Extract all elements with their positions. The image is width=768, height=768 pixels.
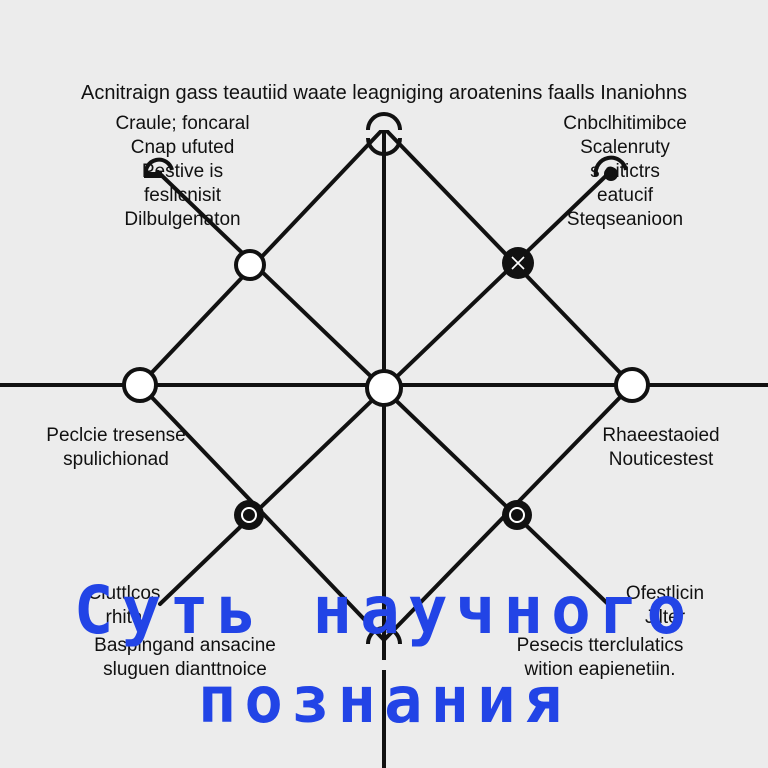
label-line: s oitictrs <box>590 161 660 182</box>
bottom-center-node-icon <box>366 626 402 670</box>
label-group-bottom-right-b: Pesecis tterclulatics wition eapienetiin… <box>480 634 720 682</box>
label-line: Cnbclhitimibce <box>563 113 687 134</box>
label-line: Cnap ufuted <box>130 137 235 158</box>
label-group-top-left: Craule; foncaral Cnap ufuted Pestive is … <box>90 112 275 232</box>
label-line: Nouticestest <box>608 449 714 470</box>
diagram-top-title: Acnitraign gass teautiid waate leagnigin… <box>81 82 687 104</box>
label-group-mid-left: Peclcie tresense spulichionad <box>24 424 208 472</box>
x-mark-node-icon <box>502 247 534 279</box>
label-line: Cluttlcos <box>87 583 161 604</box>
label-group-top-right: Cnbclhitimibce Scalenruty s oitictrs eat… <box>530 112 720 232</box>
upper-left-end-icon <box>143 157 174 178</box>
right-node-icon <box>614 367 650 403</box>
label-line: rhita <box>105 607 143 628</box>
overlay-title-line-1: Суть научного <box>73 572 695 649</box>
label-group-bottom-left-a: Cluttlcos rhita <box>64 582 184 630</box>
lower-left-ring-icon <box>234 500 264 530</box>
label-line: Pestive is <box>141 161 224 182</box>
label-line: feslicnisit <box>143 185 222 206</box>
center-node-icon <box>365 369 403 407</box>
label-line: Ofestlicin <box>625 583 705 604</box>
label-group-mid-right: Rhaeestaoied Nouticestest <box>576 424 746 472</box>
label-line: Steqseanioon <box>566 209 684 230</box>
label-line: Dilbulgenaton <box>124 209 241 230</box>
label-line: Jilter <box>644 607 686 628</box>
label-line: wition eapienetiin. <box>524 659 676 680</box>
label-line: Craule; foncaral <box>115 113 250 134</box>
upper-left-node-icon <box>234 249 266 281</box>
top-node-icon <box>366 112 402 156</box>
label-line: Pesecis tterclulatics <box>516 635 684 656</box>
label-line: Peclcie tresense <box>46 425 186 446</box>
label-line: eatucif <box>597 185 653 206</box>
upper-right-end-icon <box>593 155 628 181</box>
overlay-title-line-2: познания <box>197 664 571 738</box>
label-group-bottom-right-a: Ofestlicin Jilter <box>600 582 730 630</box>
label-group-bottom-left-b: Baspingand ansacine sluguen dianttnoice <box>60 634 310 682</box>
label-line: Scalenruty <box>580 137 670 158</box>
label-line: Rhaeestaoied <box>602 425 720 446</box>
left-node-icon <box>122 367 158 403</box>
label-line: spulichionad <box>63 449 169 470</box>
label-line: sluguen dianttnoice <box>103 659 267 680</box>
lower-right-ring-icon <box>502 500 532 530</box>
label-line: Baspingand ansacine <box>94 635 276 656</box>
